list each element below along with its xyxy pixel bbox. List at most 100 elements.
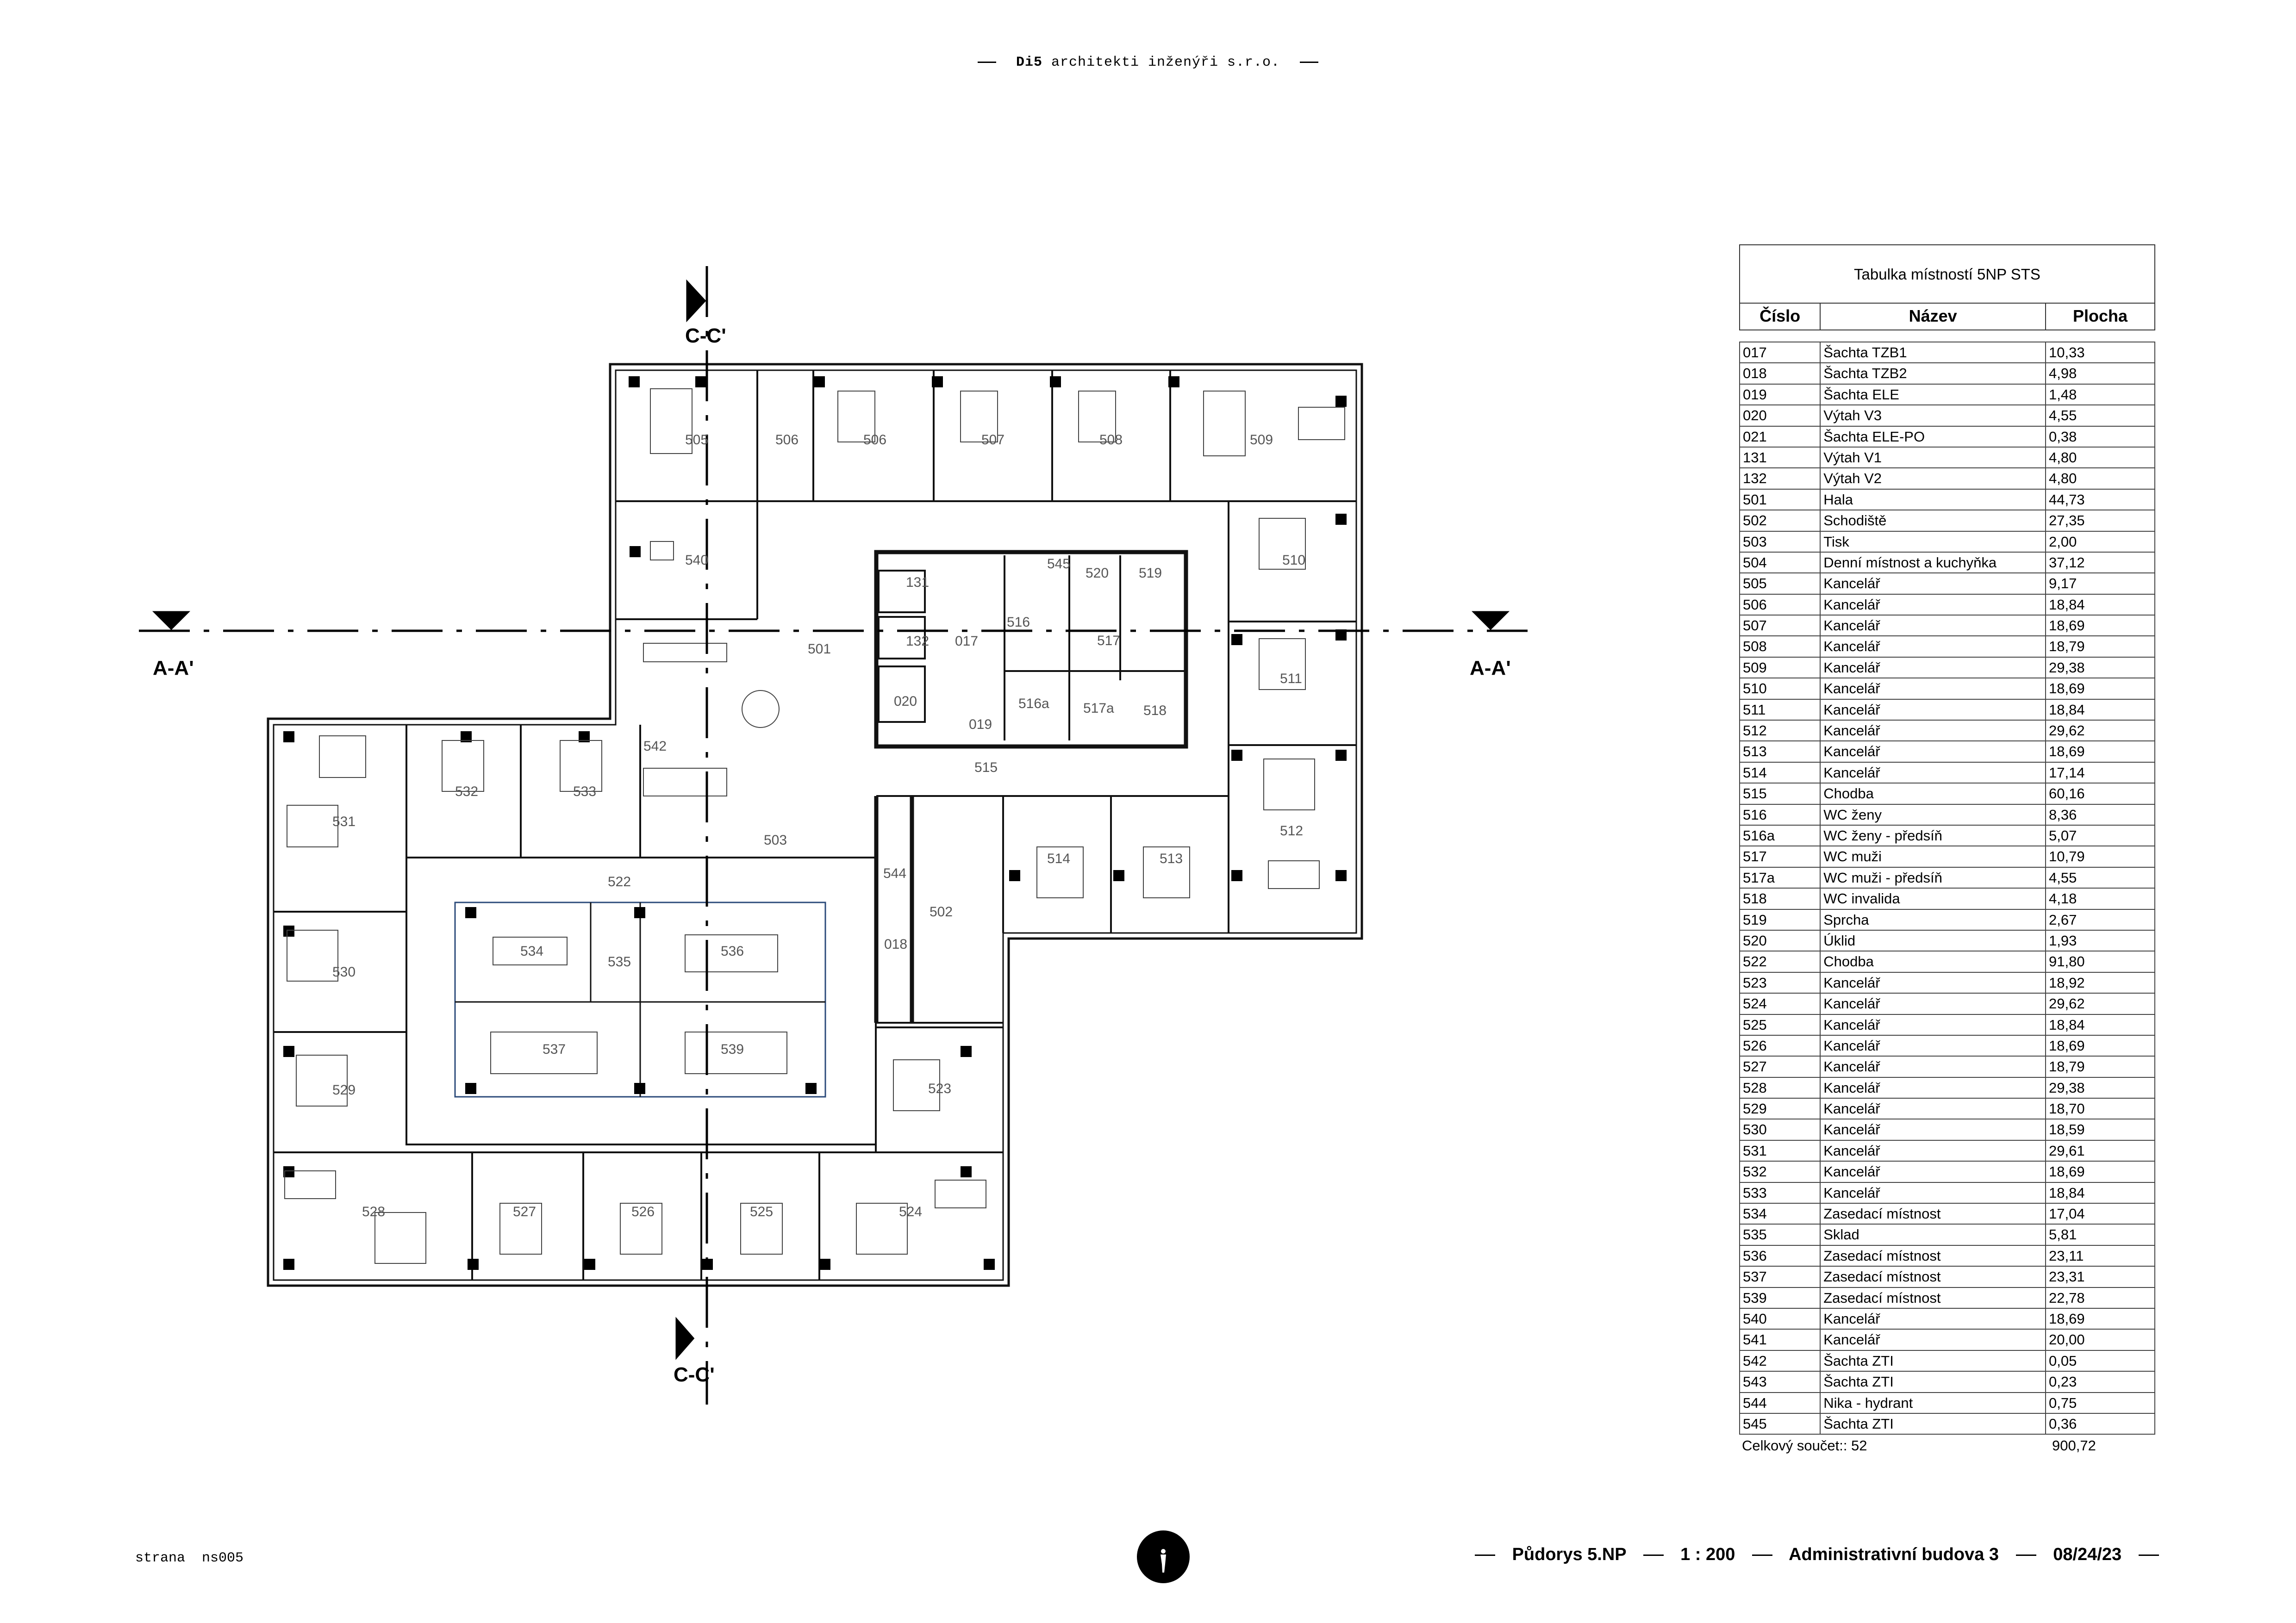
cell-number: 513 — [1740, 741, 1821, 762]
cell-area: 4,80 — [2049, 470, 2077, 487]
cell-number: 518 — [1740, 889, 1821, 909]
room-number: 507 — [981, 432, 1004, 448]
cell-name: Kancelář — [1821, 762, 2046, 783]
cell-name: Kancelář — [1821, 1308, 2046, 1329]
section-label-aa-right: A-A' — [1470, 657, 1511, 679]
drawing-name: Půdorys 5.NP — [1512, 1545, 1626, 1564]
room-number: 531 — [332, 814, 356, 829]
cell-area: 1,93 — [2049, 932, 2077, 949]
cell-area: 2,67 — [2049, 911, 2077, 928]
cell-name: Kancelář — [1821, 573, 2046, 594]
cell-number: 132 — [1740, 468, 1821, 489]
room-number: 535 — [608, 954, 631, 970]
cell-area: 0,36 — [2049, 1415, 2077, 1432]
room-number: 528 — [362, 1204, 385, 1219]
room-number: 509 — [1250, 432, 1273, 448]
cell-number: 524 — [1740, 994, 1821, 1014]
cell-area: 4,98 — [2049, 365, 2077, 382]
floor-plan-drawing: A-A' A-A' C-C' C-C' 505 506 506 507 508 … — [139, 266, 1528, 1405]
room-number: 505 — [685, 432, 708, 448]
cell-number: 522 — [1740, 951, 1821, 972]
cell-name: WC ženy - předsíň — [1821, 825, 2046, 846]
total-label: Celkový součet:: 52 — [1742, 1437, 1867, 1454]
cell-name: Šachta ELE — [1821, 384, 2046, 405]
cell-area: 4,55 — [2049, 869, 2077, 886]
floor-plan: A-A' A-A' C-C' C-C' 505 506 506 507 508 … — [125, 259, 1537, 1416]
cell-number: 515 — [1740, 784, 1821, 804]
room-number: 519 — [1139, 566, 1162, 581]
cell-number: 520 — [1740, 930, 1821, 951]
room-number: 537 — [543, 1042, 566, 1057]
footer-dash — [2015, 1555, 2036, 1556]
cell-name: Kancelář — [1821, 1162, 2046, 1182]
cell-number: 021 — [1740, 426, 1821, 447]
cell-area: 18,79 — [2049, 1058, 2085, 1075]
column-header-number: Číslo — [1740, 304, 1821, 330]
cell-name: Šachta ELE-PO — [1821, 426, 2046, 447]
room-schedule-table: Tabulka místností 5NP STS Číslo Název Pl… — [1739, 244, 2155, 1454]
cell-number: 534 — [1740, 1204, 1821, 1224]
cell-number: 019 — [1740, 384, 1821, 405]
cell-number: 516 — [1740, 804, 1821, 825]
cell-area: 5,81 — [2049, 1226, 2077, 1243]
section-label-cc-top: C-C' — [685, 324, 726, 347]
cell-number: 512 — [1740, 721, 1821, 741]
cell-number: 017 — [1740, 342, 1821, 363]
room-number: 529 — [332, 1082, 356, 1098]
cell-name: Kancelář — [1821, 1140, 2046, 1161]
cell-area: 10,79 — [2049, 848, 2085, 865]
room-number: 506 — [775, 432, 799, 448]
cell-area: 17,14 — [2049, 764, 2085, 781]
cell-number: 528 — [1740, 1077, 1821, 1098]
room-number: 515 — [974, 760, 998, 775]
cell-name: Kancelář — [1821, 994, 2046, 1014]
cell-name: Kancelář — [1821, 1077, 2046, 1098]
room-number: 520 — [1086, 566, 1109, 581]
section-label-cc-bottom: C-C' — [674, 1363, 715, 1386]
cell-name: Chodba — [1821, 784, 2046, 804]
room-number: 501 — [808, 641, 831, 657]
cell-number: 505 — [1740, 573, 1821, 594]
room-number: 510 — [1282, 553, 1305, 568]
cell-number: 501 — [1740, 489, 1821, 510]
cell-area: 37,12 — [2049, 554, 2085, 571]
cell-name: Zasedací místnost — [1821, 1287, 2046, 1308]
cell-name: Schodiště — [1821, 510, 2046, 531]
cell-area: 18,69 — [2049, 1310, 2085, 1327]
cell-area: 9,17 — [2049, 575, 2077, 592]
cell-name: Výtah V3 — [1821, 405, 2046, 426]
total-value: 900,72 — [2052, 1437, 2096, 1454]
cell-area: 27,35 — [2049, 512, 2085, 529]
cell-area: 23,11 — [2049, 1247, 2084, 1264]
room-number: 545 — [1047, 556, 1070, 572]
room-number: 534 — [520, 944, 543, 959]
cell-name: WC ženy — [1821, 804, 2046, 825]
cell-area: 18,69 — [2049, 743, 2085, 760]
cell-name: Kancelář — [1821, 678, 2046, 699]
room-number: 506 — [863, 432, 886, 448]
cell-area: 18,69 — [2049, 617, 2085, 634]
cell-area: 44,73 — [2049, 491, 2085, 508]
footer-dash — [1752, 1555, 1772, 1556]
cell-area: 8,36 — [2049, 806, 2077, 823]
cell-number: 508 — [1740, 636, 1821, 657]
cell-area: 5,07 — [2049, 827, 2077, 844]
footer-dash — [1475, 1555, 1495, 1556]
cell-number: 542 — [1740, 1350, 1821, 1371]
column-header-name: Název — [1821, 304, 2046, 330]
cell-area: 18,69 — [2049, 1037, 2085, 1054]
